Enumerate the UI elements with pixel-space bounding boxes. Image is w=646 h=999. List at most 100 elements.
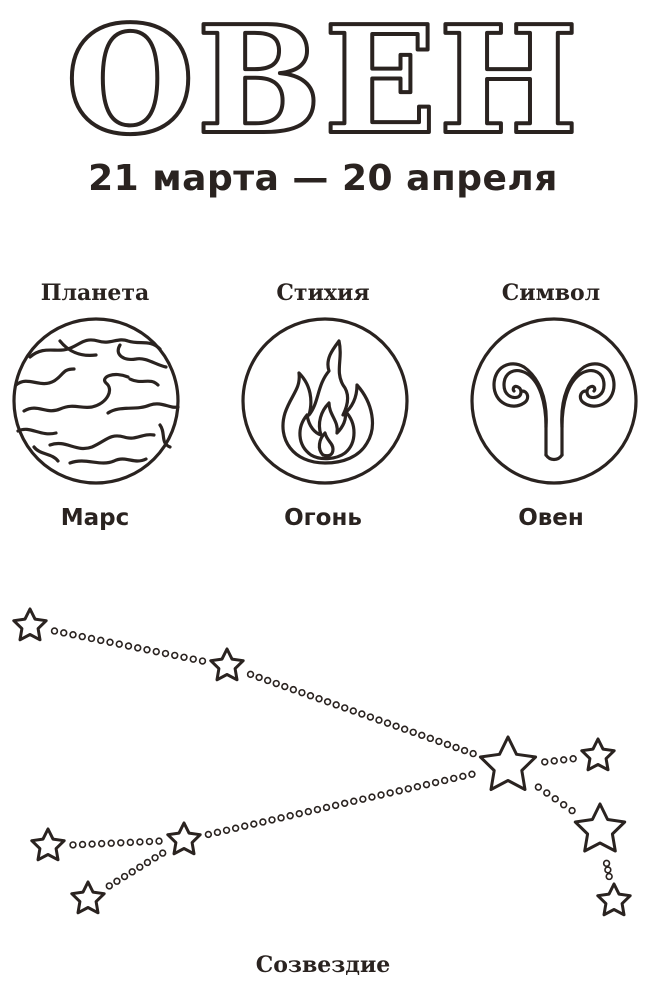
constellation-dot: [541, 758, 549, 766]
constellation-dot: [277, 814, 285, 822]
constellation-dot: [332, 701, 340, 709]
star-icon: [30, 827, 66, 862]
constellation-caption: Созвездие: [255, 952, 391, 978]
constellation-dot: [569, 755, 577, 763]
constellation-dot: [281, 682, 289, 691]
constellation-dot: [550, 757, 558, 765]
constellation-dot: [107, 839, 115, 847]
constellation-dot: [222, 826, 231, 834]
star-icon: [596, 882, 632, 917]
constellation-dot: [559, 756, 568, 764]
star-icon: [580, 737, 616, 772]
constellation-dot: [124, 642, 133, 650]
constellation-dot: [450, 774, 458, 783]
constellation-dot: [404, 785, 413, 793]
constellation-dot: [604, 866, 612, 874]
constellation-dot: [543, 789, 551, 797]
constellation-dot: [106, 638, 114, 646]
constellation-dot: [87, 634, 96, 643]
constellation-dot: [422, 780, 431, 789]
constellation-dot: [126, 838, 135, 847]
constellation-dot: [155, 837, 163, 845]
constellation-dot: [368, 793, 376, 801]
constellation-dot: [259, 818, 267, 826]
constellation-dot: [134, 644, 142, 652]
constellation-dot: [431, 778, 440, 787]
constellation-dot: [386, 789, 394, 797]
constellation-dot: [392, 722, 400, 730]
constellation-dot: [78, 632, 86, 641]
constellation-dot: [97, 839, 106, 848]
constellation-dot: [268, 816, 276, 824]
symbol-heading: Символ: [501, 280, 601, 306]
constellation-dot: [161, 649, 170, 658]
constellation-dot: [105, 882, 113, 890]
constellation-dot: [189, 655, 197, 663]
constellation-dot: [452, 743, 460, 752]
constellation-dot: [460, 746, 469, 755]
star-icon: [478, 735, 538, 791]
constellation-dot: [60, 629, 68, 637]
constellation-dot: [143, 858, 152, 867]
constellation-dot: [323, 698, 332, 706]
fire-icon: [239, 315, 411, 487]
constellation-dot: [304, 807, 313, 816]
constellation-dot: [469, 749, 477, 758]
constellation-dot: [331, 801, 340, 810]
constellation-dot: [152, 647, 160, 656]
constellation-dot: [400, 725, 409, 733]
constellation-dot: [359, 795, 367, 803]
title-text: ОВЕН: [66, 4, 581, 144]
constellation-dot: [602, 859, 611, 868]
constellation-dot: [409, 728, 417, 736]
aries-symbol-icon: [468, 315, 640, 487]
constellation-dot: [440, 776, 449, 785]
constellation-dot: [534, 783, 543, 791]
planet-heading: Планета: [40, 280, 150, 306]
constellation-dot: [289, 685, 298, 694]
constellation-dot: [231, 824, 240, 832]
star-icon: [166, 821, 202, 856]
page-title: ОВЕН: [0, 4, 646, 144]
constellation-dot: [115, 640, 123, 648]
constellation-dot: [50, 627, 59, 635]
constellation-dot: [306, 692, 315, 700]
constellation-dot: [568, 806, 576, 815]
constellation-dot: [459, 772, 467, 781]
constellation-dot: [272, 679, 280, 688]
star-icon: [209, 647, 245, 682]
constellation-dot: [246, 670, 255, 679]
constellation-dot: [350, 797, 358, 805]
constellation-dot: [426, 734, 435, 743]
constellation-dot: [383, 719, 392, 727]
constellation-dot: [128, 868, 136, 876]
constellation-dot: [263, 676, 272, 685]
constellation-dot: [241, 822, 249, 830]
constellation-dot: [295, 809, 303, 818]
star-icon: [12, 607, 48, 642]
constellation-dot: [366, 713, 375, 721]
constellation-dot: [559, 801, 568, 809]
constellation-dot: [435, 737, 443, 746]
constellation-dot: [340, 799, 349, 807]
constellation-dot: [322, 803, 331, 812]
constellation-dot: [180, 653, 188, 661]
date-range: 21 марта — 20 апреля: [88, 158, 558, 199]
constellation-dot: [551, 795, 559, 803]
constellation-dot: [120, 872, 129, 881]
constellation-dot: [117, 839, 125, 847]
constellation-dot: [605, 872, 613, 881]
constellation-dot: [171, 651, 179, 660]
constellation-dot: [349, 707, 357, 715]
constellation-dot: [395, 787, 403, 795]
constellation-dot: [97, 636, 105, 645]
constellation-dot: [69, 631, 77, 639]
constellation-dot: [377, 791, 385, 799]
constellation-dot: [113, 877, 121, 885]
constellation-dot: [151, 854, 159, 862]
constellation-dot: [145, 837, 154, 846]
constellation-dot: [159, 849, 167, 857]
constellation-dot: [204, 830, 213, 839]
constellation-dot: [198, 657, 207, 665]
